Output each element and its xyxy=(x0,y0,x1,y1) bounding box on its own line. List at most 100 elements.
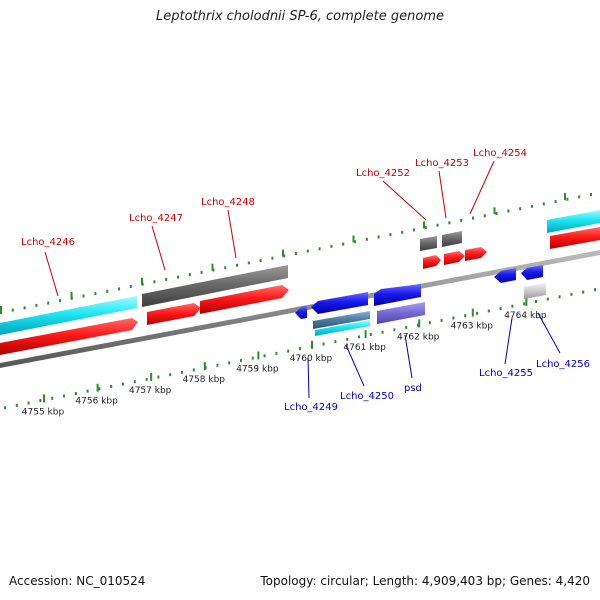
leader-lcho-4250 xyxy=(345,344,365,387)
kbp-ruler-dot xyxy=(570,292,573,296)
kbp-ruler-dot xyxy=(334,340,337,344)
gene-forward-red-5[interactable] xyxy=(550,227,600,249)
label-lcho-4250[interactable]: Lcho_4250 xyxy=(340,391,394,402)
kbp-ruler-dot xyxy=(63,394,65,398)
label-lcho-4247[interactable]: Lcho_4247 xyxy=(129,213,183,224)
kbp-major-tick xyxy=(471,308,474,317)
ruler-dot xyxy=(531,204,533,208)
gene-lcho-4254-feature[interactable] xyxy=(465,247,487,261)
kbp-tick-label: 4755 kbp xyxy=(22,407,65,417)
ruler-dot xyxy=(129,285,132,288)
label-psd[interactable]: psd xyxy=(404,383,422,394)
ruler-dot xyxy=(23,306,26,310)
label-lcho-4246[interactable]: Lcho_4246 xyxy=(21,237,75,248)
ruler-dot xyxy=(47,301,50,305)
gene-lcho-4253-feature[interactable] xyxy=(442,231,462,247)
label-lcho-4254[interactable]: Lcho_4254 xyxy=(473,148,527,159)
kbp-ruler-dot xyxy=(428,321,431,325)
ruler-dot xyxy=(59,299,61,303)
map-title: Leptothrix cholodnii SP-6, complete geno… xyxy=(156,9,444,24)
gene-psd-feature[interactable] xyxy=(377,302,425,324)
label-lcho-4252[interactable]: Lcho_4252 xyxy=(356,168,410,179)
leader-lcho-4254 xyxy=(469,160,495,215)
kbp-ruler-dot xyxy=(51,396,54,400)
kbp-ruler-dot xyxy=(181,370,183,374)
ruler-dot xyxy=(35,303,38,307)
ruler-dot xyxy=(188,273,191,277)
gene-lcho-4248-feature[interactable] xyxy=(200,285,289,314)
label-lcho-4255[interactable]: Lcho_4255 xyxy=(479,368,533,379)
ruler-dot xyxy=(507,209,510,213)
gene-reverse-steel[interactable] xyxy=(313,311,370,329)
kbp-ruler-dot xyxy=(405,326,408,329)
ruler-dot xyxy=(554,200,557,204)
kbp-ruler-dot xyxy=(27,401,30,405)
leader-lcho-4247 xyxy=(151,225,166,271)
gene-forward-red-2[interactable] xyxy=(147,303,201,325)
leader-lcho-4246 xyxy=(44,251,59,297)
kbp-ruler-dot xyxy=(546,297,549,301)
kbp-tick-label: 4757 kbp xyxy=(129,386,172,396)
kbp-ruler-dot xyxy=(228,361,231,365)
kbp-ruler-dot xyxy=(86,389,89,393)
kbp-ruler-dot xyxy=(523,302,526,306)
kbp-ruler-dot xyxy=(275,351,278,355)
ruler-dot xyxy=(448,221,451,225)
ruler-dot xyxy=(424,226,427,229)
kbp-ruler-dot xyxy=(452,316,455,320)
ruler-major-tick xyxy=(282,249,284,257)
label-lcho-4248[interactable]: Lcho_4248 xyxy=(201,197,255,208)
gene-lcho-4246-feature[interactable] xyxy=(0,296,137,335)
forward-genes xyxy=(0,210,600,355)
kbp-ruler-dot xyxy=(417,323,419,327)
gene-forward-red-4[interactable] xyxy=(444,251,465,265)
ruler-dot xyxy=(483,214,486,218)
gene-lcho-4255-feature[interactable] xyxy=(494,268,516,283)
label-lcho-4256[interactable]: Lcho_4256 xyxy=(536,359,590,370)
kbp-ruler-dot xyxy=(110,385,113,388)
leader-lcho-4255 xyxy=(504,317,513,365)
kbp-major-tick xyxy=(203,362,206,371)
kbp-ruler-dot xyxy=(98,387,101,391)
kbp-tick-label: 4764 kbp xyxy=(504,311,547,321)
leader-lcho-4256 xyxy=(537,312,561,354)
ruler-dot xyxy=(365,237,368,241)
kbp-major-tick xyxy=(257,351,260,360)
gene-lcho-4252-feature[interactable] xyxy=(420,236,437,251)
gene-reverse-blue-2[interactable] xyxy=(521,265,543,280)
gene-forward-red-3[interactable] xyxy=(423,255,441,269)
kbp-tick-label: 4758 kbp xyxy=(183,375,226,385)
ruler-dot xyxy=(330,244,333,248)
ruler-dot xyxy=(342,242,345,246)
kbp-ruler-dot xyxy=(251,356,254,360)
ruler-dot xyxy=(82,294,85,298)
gene-lcho-4249-feature[interactable] xyxy=(295,306,307,319)
accession-text: Accession: NC_010524 xyxy=(9,574,146,588)
kbp-ruler-dot xyxy=(122,382,124,386)
ruler-dot xyxy=(354,240,356,244)
ruler-dot xyxy=(318,247,321,251)
gene-forward-red-1[interactable] xyxy=(0,318,138,355)
label-lcho-4249[interactable]: Lcho_4249 xyxy=(284,402,338,413)
gene-lcho-4250-feature[interactable] xyxy=(311,292,368,314)
ruler-dot xyxy=(377,235,380,239)
ruler-dot xyxy=(224,266,227,270)
kbp-tick-label: 4760 kbp xyxy=(290,354,333,364)
kbp-major-tick xyxy=(418,319,421,328)
gene-psd-blue[interactable] xyxy=(374,284,421,306)
gene-forward-cyan-2[interactable] xyxy=(547,210,600,233)
forward-gene-labels: Lcho_4246 Lcho_4247 Lcho_4248 Lcho_4252 … xyxy=(21,148,527,297)
gene-lcho-4247-feature[interactable] xyxy=(142,265,288,307)
ruler-major-tick xyxy=(211,263,214,271)
kbp-major-tick xyxy=(525,297,528,306)
label-lcho-4253[interactable]: Lcho_4253 xyxy=(415,158,469,169)
ruler-dot xyxy=(165,278,168,281)
ruler-dot xyxy=(389,233,392,237)
gene-reverse-cyan[interactable] xyxy=(315,320,370,336)
gene-lcho-4256-feature[interactable] xyxy=(524,283,546,299)
ruler-major-tick xyxy=(564,193,566,201)
kbp-major-tick xyxy=(311,340,313,349)
kbp-major-tick xyxy=(96,383,99,392)
ruler-dot xyxy=(590,193,592,196)
kbp-ruler xyxy=(4,288,596,410)
